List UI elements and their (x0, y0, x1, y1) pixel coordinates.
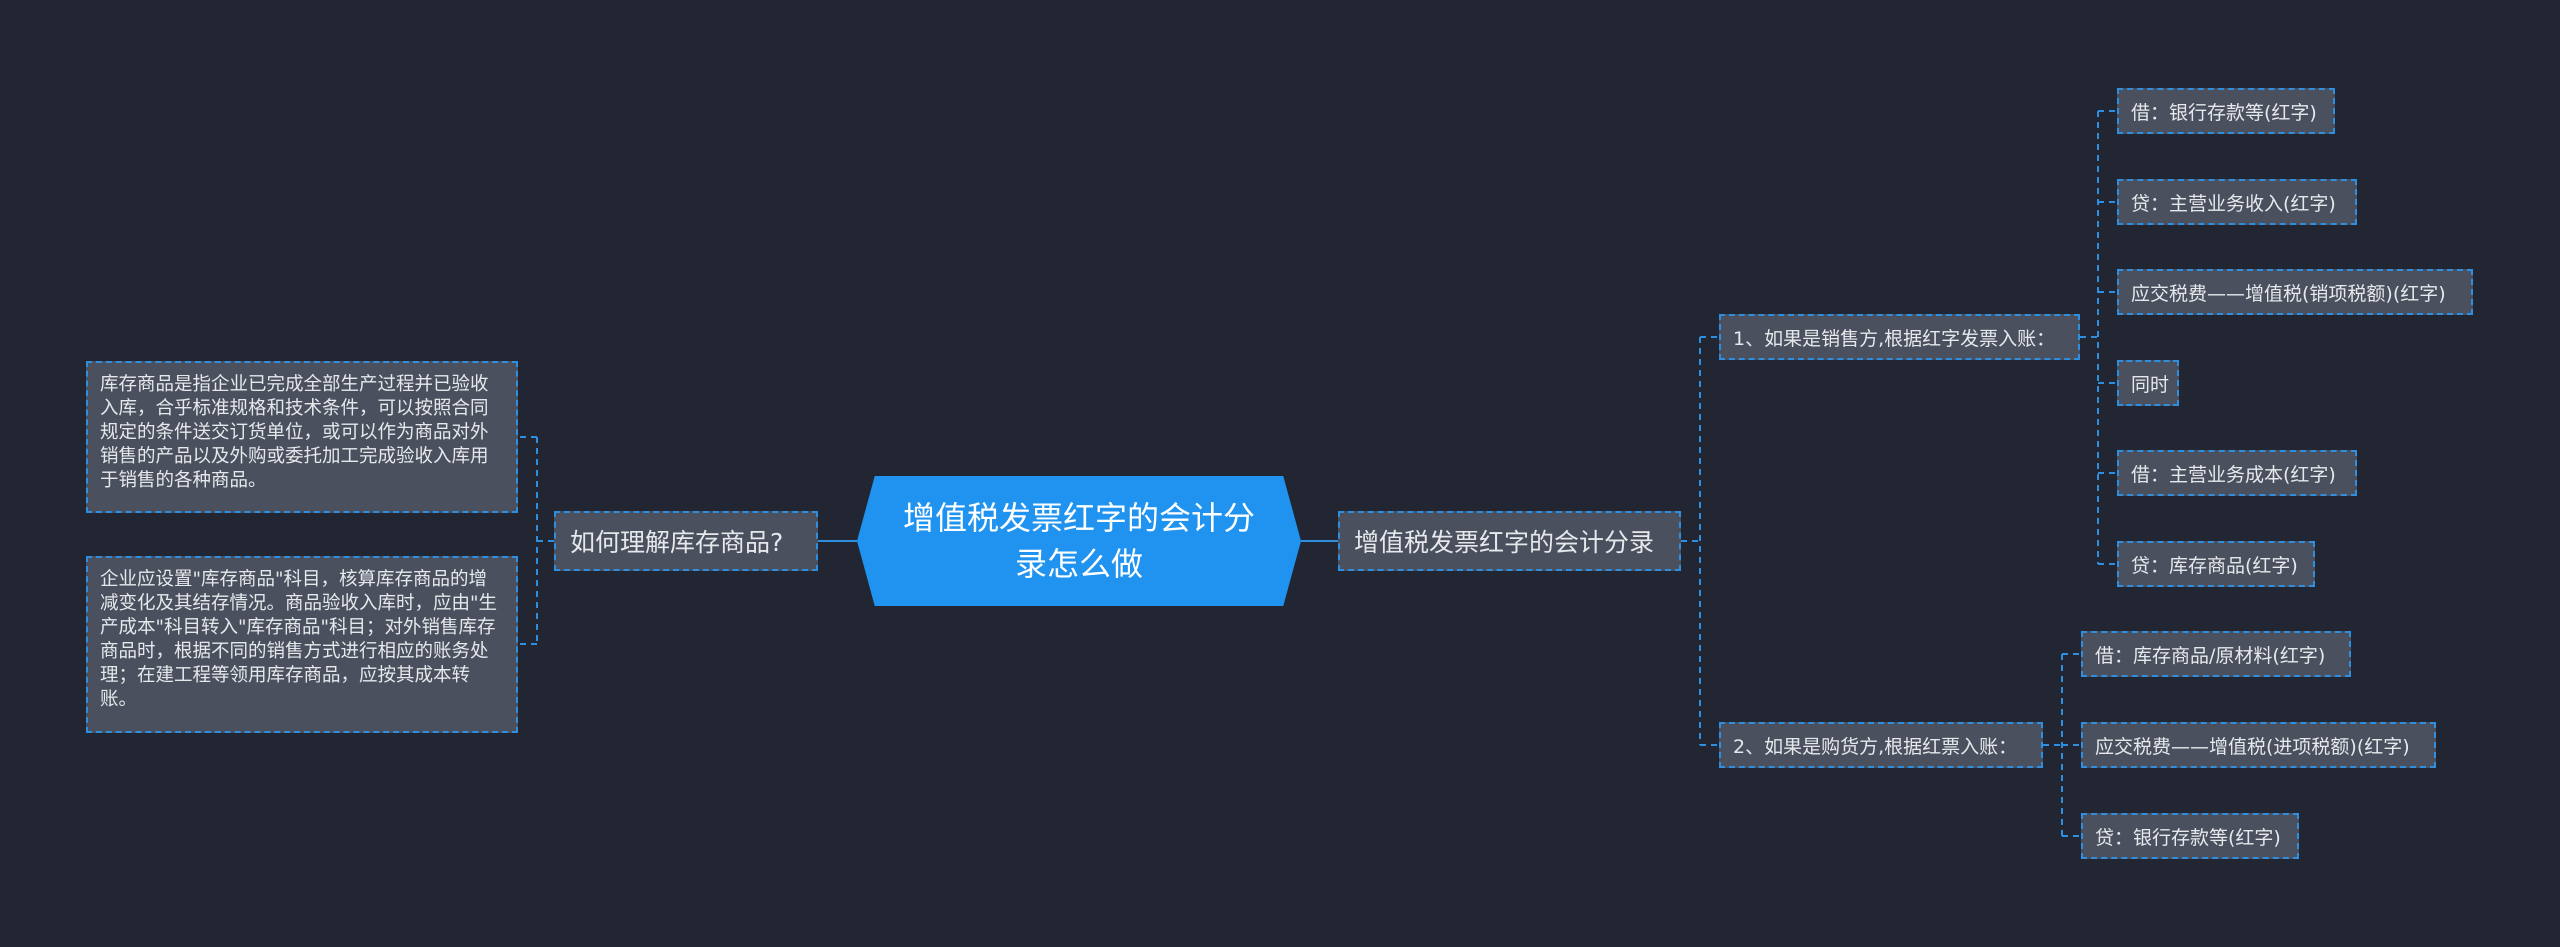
entry-node-1-2[interactable]: 贷：主营业务收入(红字) (2117, 179, 2357, 225)
entry-label: 贷：主营业务收入(红字) (2131, 192, 2336, 215)
entry-node-2-1[interactable]: 借：库存商品/原材料(红字) (2081, 631, 2351, 677)
entry-label: 借：主营业务成本(红字) (2131, 463, 2336, 486)
paragraph-node-1[interactable]: 库存商品是指企业已完成全部生产过程并已验收入库，合乎标准规格和技术条件，可以按照… (86, 361, 518, 513)
entry-label: 贷：银行存款等(红字) (2095, 826, 2281, 849)
entry-label: 应交税费——增值税(进项税额)(红字) (2095, 735, 2410, 758)
entry-label: 贷：库存商品(红字) (2131, 554, 2298, 577)
case-label-2: 2、如果是购货方,根据红票入账： (1733, 735, 2018, 758)
connector-right-cases (1681, 336, 1719, 746)
connector-left-paragraphs (518, 436, 554, 645)
left-branch-label: 如何理解库存商品? (570, 528, 784, 557)
right-branch-node[interactable]: 增值税发票红字的会计分录 (1338, 511, 1681, 571)
entry-label: 借：银行存款等(红字) (2131, 101, 2317, 124)
case-label-1: 1、如果是销售方,根据红字发票入账： (1733, 327, 2056, 350)
entry-node-1-1[interactable]: 借：银行存款等(红字) (2117, 88, 2335, 134)
root-node-label: 增值税发票红字的会计分录怎么做 (902, 499, 1255, 583)
paragraph-text-1: 库存商品是指企业已完成全部生产过程并已验收入库，合乎标准规格和技术条件，可以按照… (100, 374, 489, 491)
entry-node-1-4[interactable]: 同时 (2117, 360, 2179, 406)
root-node[interactable]: 增值税发票红字的会计分录怎么做 (857, 476, 1301, 606)
case-node-1[interactable]: 1、如果是销售方,根据红字发票入账： (1719, 314, 2080, 360)
paragraph-node-2[interactable]: 企业应设置"库存商品"科目，核算库存商品的增减变化及其结存情况。商品验收入库时，… (86, 556, 518, 733)
connector-case1-entries (2080, 110, 2117, 565)
entry-label: 借：库存商品/原材料(红字) (2095, 644, 2326, 667)
paragraph-text-2: 企业应设置"库存商品"科目，核算库存商品的增减变化及其结存情况。商品验收入库时，… (100, 569, 498, 710)
case-node-2[interactable]: 2、如果是购货方,根据红票入账： (1719, 722, 2043, 768)
entry-label: 同时 (2131, 373, 2170, 396)
entry-node-1-6[interactable]: 贷：库存商品(红字) (2117, 541, 2315, 587)
entry-label: 应交税费——增值税(销项税额)(红字) (2131, 282, 2446, 305)
entry-node-2-2[interactable]: 应交税费——增值税(进项税额)(红字) (2081, 722, 2436, 768)
left-branch-node[interactable]: 如何理解库存商品? (554, 511, 818, 571)
entry-node-1-3[interactable]: 应交税费——增值税(销项税额)(红字) (2117, 269, 2473, 315)
right-branch-label: 增值税发票红字的会计分录 (1354, 528, 1655, 557)
connector-case2-entries (2043, 653, 2081, 837)
entry-node-1-5[interactable]: 借：主营业务成本(红字) (2117, 450, 2357, 496)
entry-node-2-3[interactable]: 贷：银行存款等(红字) (2081, 813, 2299, 859)
